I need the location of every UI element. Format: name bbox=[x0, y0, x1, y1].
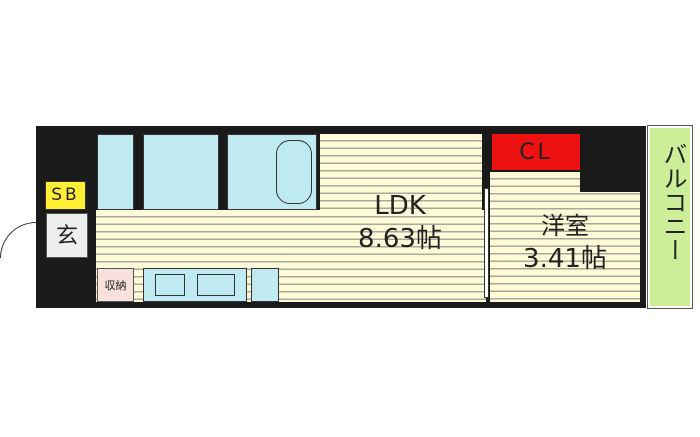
stove-icon bbox=[155, 274, 185, 296]
kitchen-counter bbox=[143, 268, 247, 302]
storage-label: 収納 bbox=[104, 279, 127, 292]
ldk-size: 8.63帖 bbox=[358, 224, 442, 254]
closet-label: CL bbox=[519, 140, 553, 165]
western-size: 3.41帖 bbox=[523, 244, 607, 274]
entrance-door bbox=[0, 222, 36, 258]
western-room bbox=[490, 172, 640, 302]
toilet bbox=[97, 134, 134, 210]
balcony: バルコニー bbox=[647, 125, 693, 309]
entrance-label: 玄 bbox=[55, 224, 78, 249]
entrance: 玄 bbox=[46, 213, 88, 258]
sb-box: SB bbox=[45, 181, 86, 210]
sb-label: SB bbox=[51, 185, 80, 205]
fridge-space bbox=[251, 268, 279, 302]
wall-block bbox=[580, 134, 642, 192]
bathtub-icon bbox=[276, 140, 312, 204]
washroom bbox=[143, 134, 219, 210]
storage: 収納 bbox=[97, 268, 134, 302]
sink-icon bbox=[197, 274, 235, 296]
ldk-upper bbox=[320, 134, 482, 214]
ldk-name: LDK bbox=[374, 191, 426, 221]
balcony-label: バルコニー bbox=[659, 142, 687, 262]
partition-door bbox=[484, 188, 489, 298]
western-name: 洋室 bbox=[541, 212, 589, 240]
closet: CL bbox=[492, 134, 580, 170]
